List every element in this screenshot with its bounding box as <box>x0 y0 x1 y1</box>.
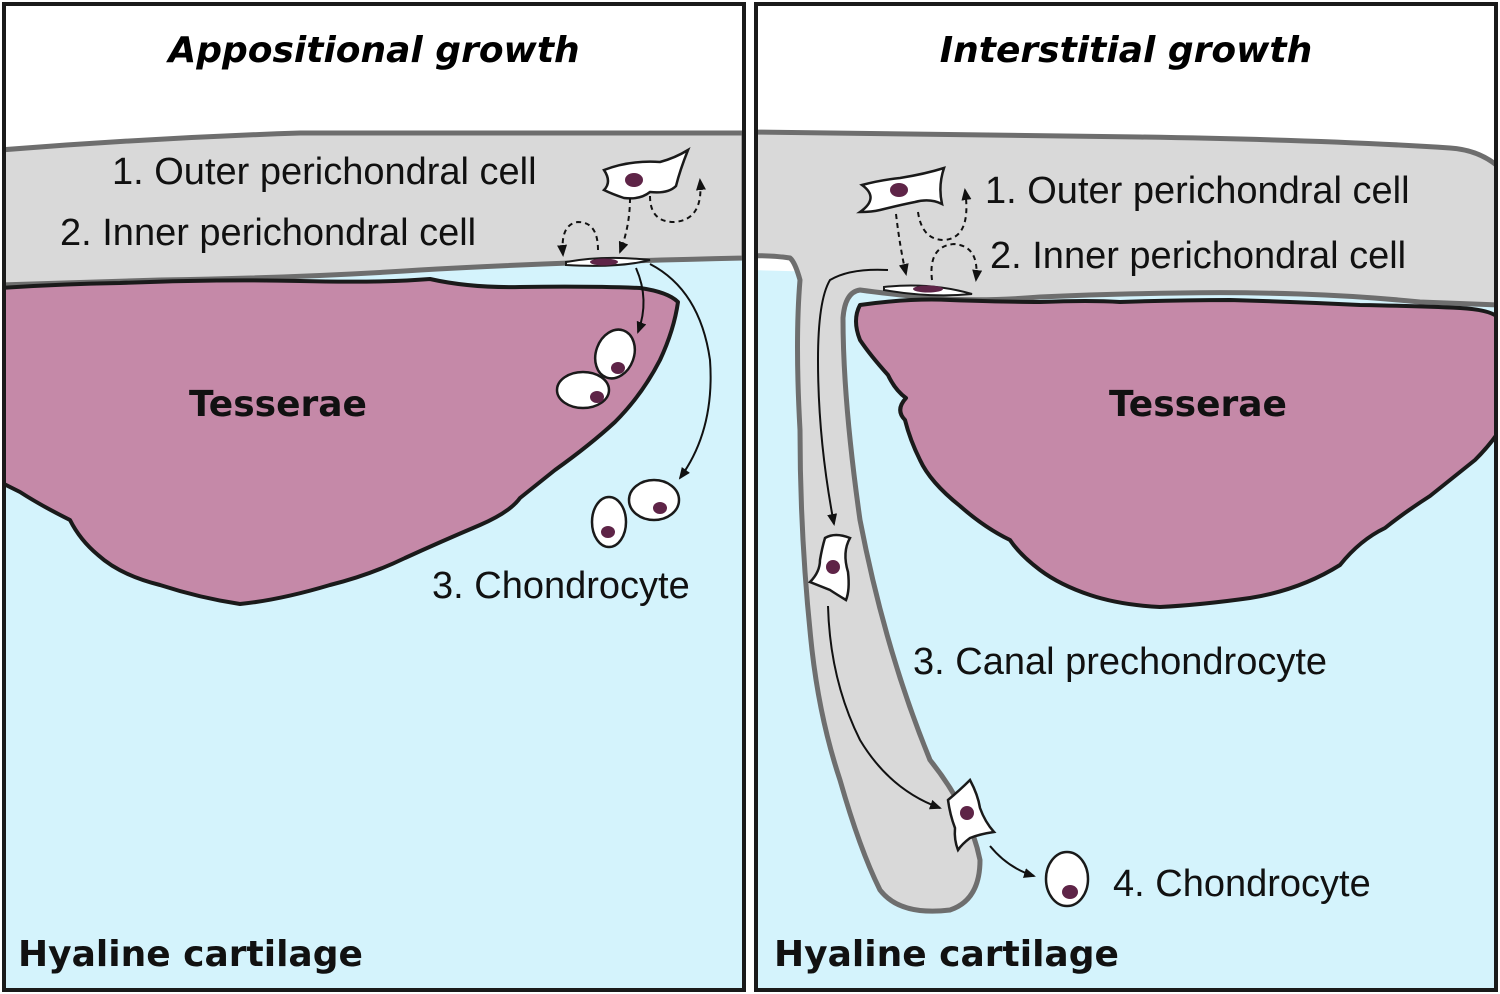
left-inner-cell-nucleus <box>590 258 618 266</box>
right-outer-perichondral-cell <box>856 166 946 214</box>
right-canal-prechondrocyte-1-nucleus <box>826 560 840 574</box>
left-inner-cell-label: 2. Inner perichondral cell <box>60 212 476 254</box>
right-chondrocyte-nucleus <box>1062 885 1078 899</box>
right-self-renew-outer-arrow <box>917 188 972 242</box>
left-inner-to-tesserae-chondrocyte-arrow <box>635 267 647 334</box>
right-chondrocyte-label: 4. Chondrocyte <box>1113 863 1371 905</box>
left-chondrocyte-2 <box>555 370 611 410</box>
left-panel-border <box>2 2 746 992</box>
right-tesserae <box>854 297 1496 609</box>
left-panel: Appositional growth 1. Outer perichondra… <box>2 2 746 992</box>
left-outer-to-inner-arrow-a <box>618 197 631 254</box>
left-tesserae <box>4 277 680 606</box>
right-outer-to-inner-arrow-a <box>895 213 909 276</box>
left-outer-to-inner-arrow-b <box>557 220 599 257</box>
left-chondrocyte-4 <box>627 478 681 522</box>
left-chondrocyte-4-nucleus <box>653 502 667 514</box>
left-chondrocyte-2-nucleus <box>590 391 604 403</box>
left-chondrocyte-3-nucleus <box>601 526 615 538</box>
left-chondrocyte-1 <box>593 328 637 380</box>
left-outer-cell-nucleus <box>625 173 643 187</box>
right-tesserae-label: Tesserae <box>1109 384 1287 425</box>
right-inner-cell-nucleus <box>913 285 943 293</box>
right-panel-title: Interstitial growth <box>940 30 1312 71</box>
right-canal-prechondrocyte-label: 3. Canal prechondrocyte <box>913 641 1327 683</box>
right-canal-prechondrocyte-2 <box>946 777 997 853</box>
right-outer-cell-label: 1. Outer perichondral cell <box>985 170 1410 212</box>
right-panel-border <box>754 2 1498 992</box>
left-tesserae-label: Tesserae <box>189 384 367 425</box>
left-chondrocyte-label: 3. Chondrocyte <box>432 565 690 607</box>
right-hyaline-cartilage-label: Hyaline cartilage <box>774 934 1119 975</box>
left-inner-perichondral-cell <box>565 256 651 267</box>
left-self-renew-outer-arrow <box>649 178 706 224</box>
right-perichondrium-and-canal <box>756 129 1496 914</box>
left-chondrocyte-1-nucleus <box>611 362 625 374</box>
right-canal-prechondrocyte-1 <box>807 533 852 602</box>
left-inner-to-cartilage-chondrocyte-arrow <box>649 263 712 480</box>
left-outer-cell-label: 1. Outer perichondral cell <box>112 151 537 193</box>
right-outer-to-inner-arrow-b <box>930 242 983 282</box>
right-inner-perichondral-cell <box>883 284 973 297</box>
right-canal-migration-arrow <box>827 605 942 810</box>
right-inner-cell-label: 2. Inner perichondral cell <box>990 235 1406 277</box>
right-outer-cell-nucleus <box>890 183 908 197</box>
right-prechondrocyte-to-chondrocyte-arrow <box>989 845 1036 878</box>
right-panel: Interstitial growth 1. Outer perichondra… <box>754 2 1498 992</box>
right-chondrocyte <box>1044 850 1090 908</box>
right-canal-prechondrocyte-2-nucleus <box>960 806 974 820</box>
left-chondrocyte-3 <box>590 495 628 549</box>
left-hyaline-cartilage-label: Hyaline cartilage <box>18 934 363 975</box>
left-panel-title: Appositional growth <box>165 30 579 71</box>
left-outer-perichondral-cell <box>601 146 691 200</box>
right-inner-to-canal-arrow <box>816 268 889 526</box>
